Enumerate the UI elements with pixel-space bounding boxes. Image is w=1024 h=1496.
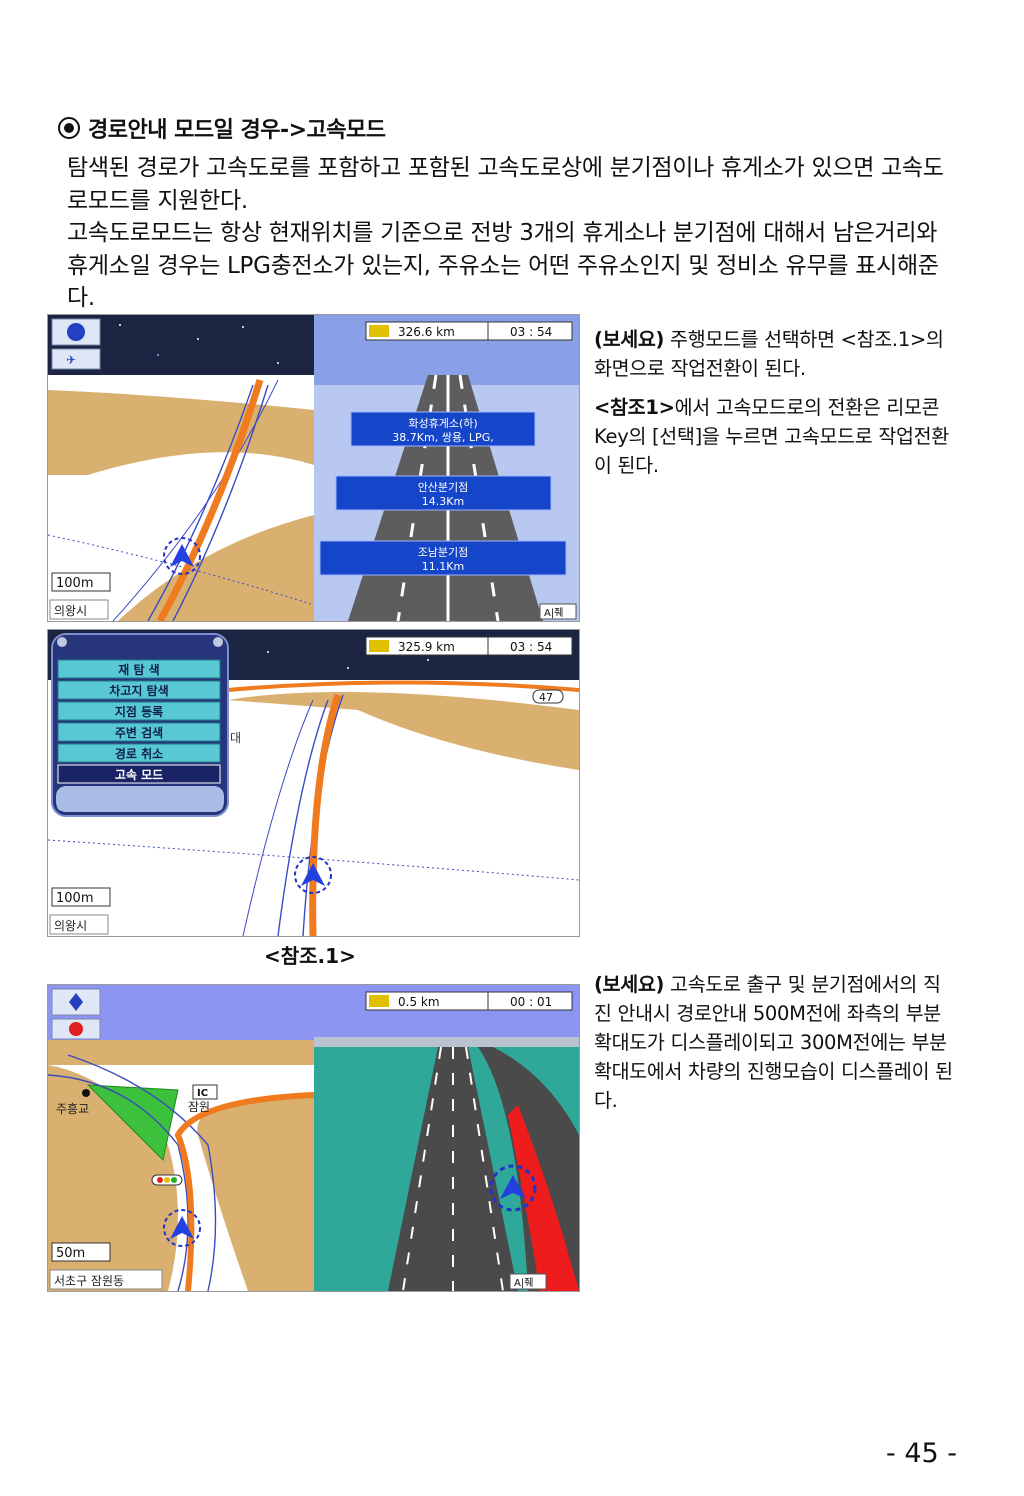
- scale-label: 50m: [56, 1246, 85, 1261]
- menu-item-button[interactable]: [57, 701, 221, 721]
- remaining-distance: 325.9 km: [398, 640, 455, 654]
- note-3: (보세요) 고속도로 출구 및 분기점에서의 직진 안내시 경로안내 500M전…: [594, 970, 954, 1115]
- remaining-distance: 326.6 km: [398, 325, 455, 339]
- menu-item-label: 주변 검색: [115, 725, 163, 740]
- mode-badge: A|줴: [544, 607, 563, 619]
- location-label: 의왕시: [54, 604, 87, 618]
- note-2: <참조1>에서 고속모드로의 전환은 리모콘Key의 [선택]을 누르면 고속모…: [594, 393, 954, 480]
- menu-item-button[interactable]: [57, 722, 221, 742]
- remaining-time: 03 : 54: [510, 640, 552, 654]
- section-heading-text: 경로안내 모드일 경우->고속모드: [88, 118, 386, 143]
- map-label: 대: [230, 731, 241, 745]
- menu-item-label: 고속 모드: [115, 768, 163, 782]
- highway-sign-3-detail: 11.1Km: [422, 560, 464, 573]
- route-line: [174, 1092, 315, 1291]
- menu-item-label: 경로 취소: [115, 746, 163, 761]
- note-2-label: <참조1>: [594, 396, 675, 419]
- section-heading: 경로안내 모드일 경우->고속모드: [58, 112, 386, 144]
- intro-paragraph: 탐색된 경로가 고속도로를 포함하고 포함된 고속도로상에 분기점이나 휴게소가…: [67, 155, 944, 214]
- menu-item-button[interactable]: [57, 743, 221, 763]
- ic-label: IC: [197, 1088, 208, 1099]
- note-1: (보세요) 주행모드를 선택하면 <참조.1>의 화면으로 작업전환이 된다.: [594, 325, 954, 383]
- note-2-text: 에서 고속모드로의 전환은 리모콘Key의 [선택]을 누르면 고속모드로 작업…: [594, 396, 949, 477]
- note-block-3: (보세요) 고속도로 출구 및 분기점에서의 직진 안내시 경로안내 500M전…: [594, 970, 954, 1125]
- route-line: [309, 693, 342, 936]
- vehicle-arrow-icon: [500, 1175, 526, 1199]
- menu-item-label: 지점 등록: [115, 704, 163, 719]
- fuel-gauge-icon: [369, 640, 389, 652]
- highway-sign-3-name: 조남분기점: [418, 546, 469, 559]
- note-block-1: (보세요) 주행모드를 선택하면 <참조.1>의 화면으로 작업전환이 된다. …: [594, 325, 954, 490]
- menu-item-button[interactable]: [57, 680, 221, 700]
- no-signal-icon: [69, 1022, 83, 1036]
- compass-icon: [67, 323, 85, 341]
- screenshot-highway-signs: ✈ 100m 의왕시 화성휴게소(하) 38.7Km, 쌍용, LPG, 안산분…: [47, 314, 580, 622]
- screenshot-exit-zoom: IC 주흥교 잠원 50m 서초구 잠원동 0.5 km 00 : 01 A|줴: [47, 984, 580, 1292]
- remaining-distance: 0.5 km: [398, 995, 440, 1009]
- note-3-label: (보세요): [594, 973, 665, 996]
- note-1-text: 주행모드를 선택하면 <참조.1>의 화면으로 작업전환이 된다.: [594, 328, 944, 380]
- vehicle-arrow-icon: [301, 863, 325, 886]
- remaining-time: 00 : 01: [510, 995, 552, 1009]
- scale-label: 100m: [56, 891, 93, 906]
- route-line: [156, 378, 264, 621]
- fuel-gauge-icon: [369, 995, 389, 1007]
- menu-item-label: 재 탐 색: [118, 662, 159, 677]
- menu-item-button[interactable]: [57, 659, 221, 679]
- page-number: - 45 -: [886, 1438, 958, 1469]
- vehicle-arrow-icon: [170, 1216, 194, 1239]
- fuel-gauge-icon: [369, 325, 389, 337]
- location-label: 서초구 잠원동: [54, 1274, 124, 1288]
- vehicle-arrow-icon: [170, 544, 194, 567]
- note-1-label: (보세요): [594, 328, 665, 351]
- place-label-right: 잠원: [188, 1100, 210, 1114]
- intro-paragraph: 고속도로모드는 항상 현재위치를 기준으로 전방 3개의 휴게소나 분기점에 대…: [67, 220, 939, 311]
- highway-sign-1-name: 화성휴게소(하): [408, 416, 477, 430]
- intro-text: 탐색된 경로가 고속도로를 포함하고 포함된 고속도로상에 분기점이나 휴게소가…: [67, 152, 957, 315]
- location-label: 의왕시: [54, 919, 87, 933]
- menu-item-button[interactable]: [57, 764, 221, 784]
- satellite-icon: ✈: [66, 353, 76, 367]
- figure-caption: <참조.1>: [264, 944, 356, 968]
- compass-icon: [69, 993, 83, 1011]
- highway-sign-1-detail: 38.7Km, 쌍용, LPG,: [392, 431, 493, 444]
- road-number: 47: [539, 691, 553, 704]
- mode-badge: A|줴: [514, 1277, 533, 1289]
- remaining-time: 03 : 54: [510, 325, 552, 339]
- note-3-text: 고속도로 출구 및 분기점에서의 직진 안내시 경로안내 500M전에 좌측의 …: [594, 973, 953, 1112]
- bullet-icon: [58, 117, 80, 139]
- menu-item-label: 차고지 탐색: [109, 683, 168, 698]
- scale-label: 100m: [56, 576, 93, 591]
- highway-sign-2-name: 안산분기점: [418, 481, 469, 494]
- highway-sign-2-detail: 14.3Km: [422, 495, 464, 508]
- place-label-left: 주흥교: [56, 1102, 89, 1116]
